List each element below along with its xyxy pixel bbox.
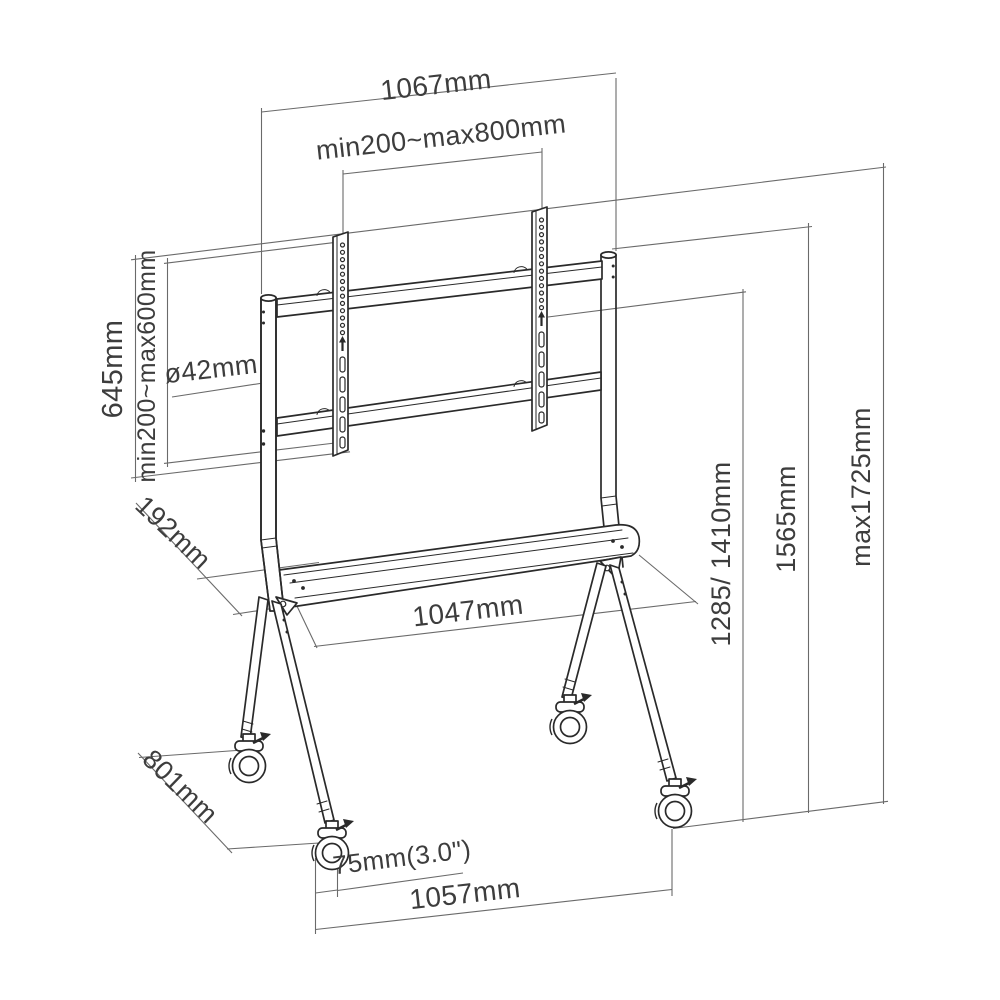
- vesa-width-dim-line: [342, 151, 543, 175]
- dim-label-overall-width: 1067mm: [379, 63, 493, 106]
- right-front-caster: [653, 775, 699, 829]
- shelf-width-right-extension: [638, 554, 699, 605]
- dimension-labels: 1067mm min200~max800mm 645mm min200~max6…: [97, 63, 876, 915]
- right-vesa-center-arrow-icon: [538, 311, 545, 326]
- vesa-height-bottom-extension: [163, 442, 336, 464]
- dim-label-vesa-width-range: min200~max800mm: [314, 108, 567, 165]
- right-vesa-slots: [538, 331, 545, 424]
- right-vesa-plate: [531, 206, 548, 432]
- dim-label-shelf-width: 1047mm: [411, 589, 525, 633]
- ground-baseline-right: [672, 800, 889, 830]
- left-vesa-plate: [332, 231, 349, 457]
- dim-label-vesa-height-range: min200~max600mm: [133, 249, 161, 482]
- shelf-width-dim-line: [313, 600, 697, 648]
- pole-diameter-leader: [171, 382, 264, 398]
- base-depth-dim-line: [137, 752, 233, 854]
- dim-label-shelf-depth: 192mm: [129, 490, 216, 575]
- bracket-height-bottom-extension: [130, 451, 351, 479]
- stand-structure: [227, 206, 699, 871]
- shelf-depth-upper-extension: [196, 561, 320, 580]
- dim-label-max-height: max1725mm: [846, 407, 876, 567]
- dim-label-base-depth: 801mm: [137, 744, 224, 830]
- base-depth-lower-extension: [226, 842, 320, 850]
- right-pole: [600, 251, 624, 568]
- shelf-depth-dim-line: [135, 502, 243, 617]
- right-vesa-holes: [538, 217, 545, 311]
- left-pole: [260, 294, 285, 612]
- dim-label-screen-center-height: 1285/ 1410mm: [706, 462, 736, 647]
- upper-crossbar: [276, 260, 603, 318]
- caster-dim-line: [315, 889, 338, 894]
- caster-leader: [337, 872, 464, 892]
- overall-width-dim-line: [261, 72, 617, 113]
- right-rear-leg: [561, 562, 607, 700]
- left-front-leg: [271, 600, 335, 824]
- frame-height-extension: [611, 225, 813, 250]
- center-height-extension: [547, 291, 747, 318]
- left-vesa-holes: [339, 242, 346, 336]
- shelf: [270, 523, 641, 608]
- right-rear-caster: [548, 691, 594, 745]
- base-width-dim-line: [315, 888, 673, 931]
- plate-top-extension-line: [130, 166, 887, 261]
- dimension-lines: [130, 72, 889, 934]
- dim-label-frame-height: 1565mm: [771, 465, 801, 572]
- left-rear-caster: [227, 730, 273, 784]
- dim-label-bracket-height: 645mm: [97, 320, 129, 419]
- left-rear-leg: [240, 596, 269, 740]
- left-vesa-center-arrow-icon: [339, 336, 346, 351]
- lower-crossbar: [276, 371, 602, 437]
- vesa-height-top-extension: [163, 241, 337, 264]
- dim-label-caster-diameter: 75mm(3.0"): [331, 834, 473, 881]
- right-front-leg: [609, 564, 677, 782]
- left-vesa-slots: [339, 356, 346, 449]
- dim-label-pole-diameter: ø42mm: [163, 349, 259, 389]
- base-depth-upper-extension: [138, 749, 244, 759]
- shelf-width-left-extension: [295, 603, 318, 649]
